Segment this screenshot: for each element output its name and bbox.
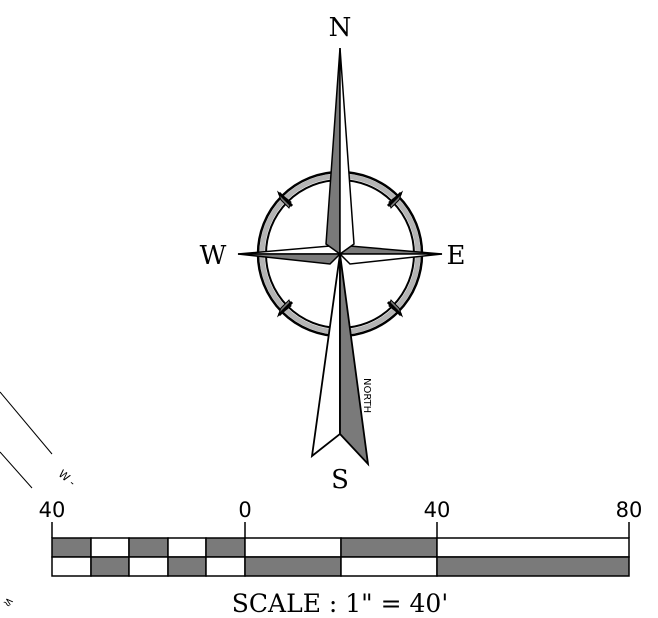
scale-tick-label-0: 0	[238, 498, 251, 522]
north-arrow	[310, 253, 370, 467]
scale-bar-segments	[51, 537, 630, 577]
compass-label-s: S	[331, 465, 349, 495]
corner-mark: ≲	[1, 594, 16, 610]
line-fragment-label: W -	[56, 467, 78, 489]
compass-north-spike	[325, 47, 355, 256]
scale-tick-label-80: 80	[616, 498, 643, 522]
north-arrow-label: NORTH	[361, 378, 372, 413]
scale-tick-label-40: 40	[424, 498, 451, 522]
compass-ew-arms	[237, 245, 443, 265]
compass-ticks	[276, 190, 404, 318]
boundary-lines	[0, 391, 53, 489]
scale-tick-label-left40: 40	[39, 498, 66, 522]
compass-label-n: N	[329, 13, 352, 43]
scale-tick-marks	[51, 522, 630, 538]
scale-caption: SCALE : 1" = 40'	[232, 589, 448, 618]
compass-rose: NORTH N S E W	[200, 13, 466, 495]
compass-label-e: E	[447, 241, 466, 271]
scale-bar: 40 0 40 80	[39, 498, 643, 618]
compass-label-w: W	[200, 241, 227, 271]
